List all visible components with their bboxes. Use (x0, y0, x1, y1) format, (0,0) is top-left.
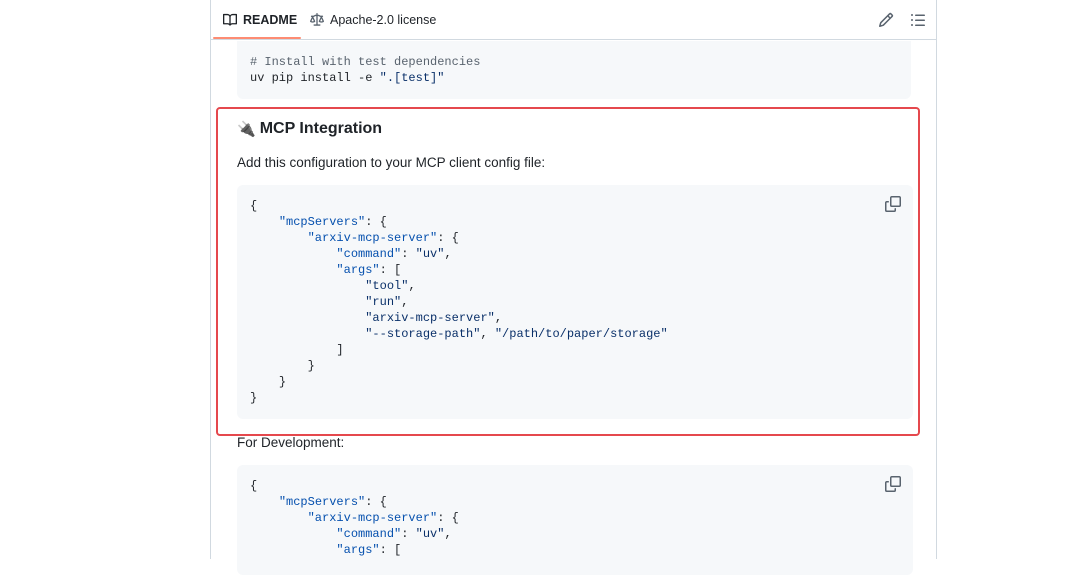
dev-label: For Development: (237, 435, 345, 450)
tab-readme-label: README (243, 13, 298, 27)
code-token: } (307, 359, 315, 373)
code-token: "--storage-path" (365, 327, 481, 341)
list-unordered-icon[interactable] (910, 12, 926, 28)
code-token: ] (336, 343, 344, 357)
tab-license-label: Apache-2.0 license (330, 13, 437, 27)
install-command-arg: ".[test]" (379, 71, 445, 85)
pencil-icon[interactable] (878, 12, 894, 28)
section-title: MCP Integration (259, 120, 383, 137)
code-token: "tool" (365, 279, 409, 293)
law-icon (310, 13, 324, 26)
tab-license[interactable]: Apache-2.0 license (310, 0, 436, 40)
code-token: "args" (336, 543, 380, 557)
code-token: "mcpServers" (278, 495, 366, 509)
code-comment: # Install with test dependencies (250, 55, 481, 69)
tab-readme[interactable]: README (223, 0, 297, 40)
section-heading: 🔌 MCP Integration (237, 120, 382, 138)
code-token: "arxiv-mcp-server" (307, 511, 438, 525)
config-code-block: { "mcpServers": { "arxiv-mcp-server": { … (237, 185, 913, 419)
code-token: "run" (365, 295, 402, 309)
code-token: "args" (336, 263, 380, 277)
active-tab-indicator (213, 37, 301, 39)
section-intro: Add this configuration to your MCP clien… (237, 155, 546, 170)
copy-icon[interactable] (885, 476, 901, 492)
code-token: "arxiv-mcp-server" (365, 311, 495, 325)
dev-config-code-block: { "mcpServers": { "arxiv-mcp-server": { … (237, 465, 913, 575)
install-command: uv pip install -e (250, 71, 380, 85)
code-token: { (250, 199, 258, 213)
code-token: "arxiv-mcp-server" (307, 231, 438, 245)
code-token: "uv" (415, 527, 445, 541)
code-token: { (250, 479, 258, 493)
copy-icon[interactable] (885, 196, 901, 212)
code-token: "command" (336, 247, 402, 261)
book-icon (223, 13, 237, 26)
readme-panel: README Apache-2.0 license # Install with… (210, 0, 937, 575)
code-token: } (278, 375, 287, 389)
code-token: "command" (336, 527, 402, 541)
code-token: "mcpServers" (278, 215, 366, 229)
code-token: "uv" (415, 247, 445, 261)
plug-icon: 🔌 (237, 121, 256, 138)
code-token: "/path/to/paper/storage" (494, 327, 668, 341)
code-token: } (250, 391, 258, 405)
install-code-block: # Install with test dependencies uv pip … (237, 41, 911, 99)
readme-tabbar: README Apache-2.0 license (211, 0, 936, 40)
